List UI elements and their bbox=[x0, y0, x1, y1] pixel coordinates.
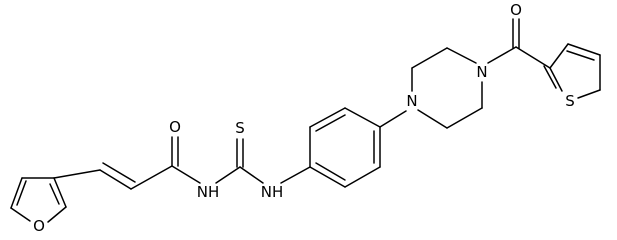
bond bbox=[543, 65, 557, 89]
bond bbox=[315, 114, 346, 132]
bond bbox=[280, 166, 311, 184]
atom-label-furan-oxygen: O bbox=[33, 217, 45, 235]
bond bbox=[417, 109, 448, 129]
bond bbox=[549, 67, 563, 92]
bond bbox=[99, 169, 132, 190]
atom-label-piperazine-aryl-nitrogen: N bbox=[406, 92, 417, 110]
propenoyl-chain bbox=[53, 136, 201, 190]
atom-label-acyl-oxygen: O bbox=[169, 118, 181, 136]
thiourea-core bbox=[215, 138, 311, 184]
atom-label-amide-nitrogen: NH bbox=[197, 183, 220, 201]
bond bbox=[49, 183, 60, 205]
bond bbox=[344, 107, 381, 128]
bond bbox=[379, 110, 407, 128]
bond bbox=[16, 180, 27, 206]
bond bbox=[10, 207, 31, 222]
bond bbox=[446, 107, 483, 129]
bond bbox=[487, 46, 517, 64]
atom-label-thione-sulfur: S bbox=[235, 119, 245, 137]
bond bbox=[344, 166, 381, 188]
bond bbox=[130, 165, 173, 190]
bond bbox=[577, 89, 601, 99]
atom-label-aryl-amine-nitrogen: NH bbox=[261, 183, 284, 201]
bond bbox=[53, 169, 101, 179]
bond bbox=[53, 177, 67, 208]
atom-labels: O O NH S NH N N O S bbox=[33, 1, 575, 235]
bond bbox=[171, 165, 201, 184]
bond bbox=[446, 47, 477, 64]
bond bbox=[315, 162, 346, 181]
bond bbox=[239, 166, 264, 184]
atom-label-piperazine-acyl-nitrogen: N bbox=[476, 63, 487, 81]
bond bbox=[566, 50, 595, 61]
atom-label-thiophene-sulfur: S bbox=[565, 92, 575, 110]
bond bbox=[309, 107, 346, 128]
bond bbox=[567, 43, 601, 56]
furan-ring bbox=[10, 177, 67, 223]
bond bbox=[47, 206, 67, 223]
atom-label-ketone-oxygen: O bbox=[510, 1, 522, 19]
bond bbox=[10, 177, 23, 209]
bond bbox=[215, 166, 241, 184]
bond bbox=[515, 46, 551, 69]
thiophene-carbonyl bbox=[487, 18, 601, 99]
bond bbox=[411, 47, 448, 69]
bond bbox=[549, 43, 569, 69]
bond bbox=[309, 166, 346, 188]
piperazine-ring bbox=[411, 47, 483, 129]
benzene-ring bbox=[309, 107, 407, 188]
bond bbox=[102, 162, 136, 183]
